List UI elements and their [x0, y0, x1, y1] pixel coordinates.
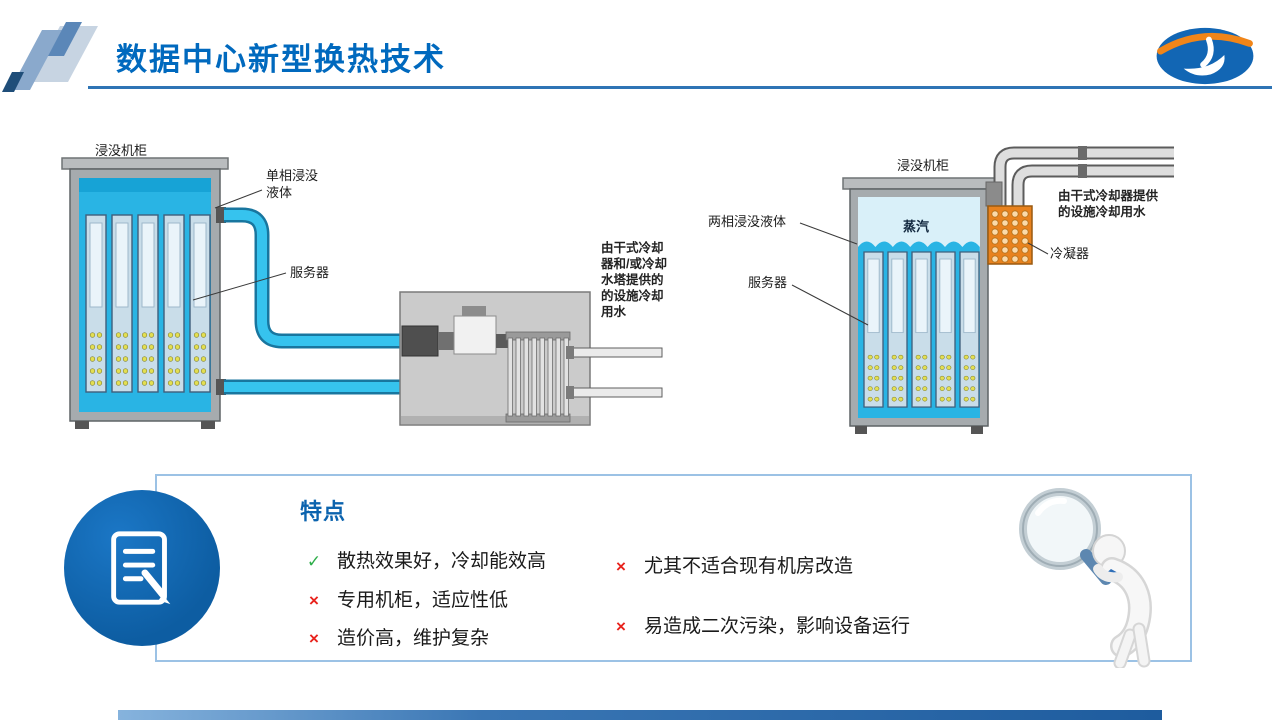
check-icon: ✓	[306, 552, 322, 571]
figure-magnifier-illustration	[1019, 488, 1152, 668]
cross-icon: ×	[616, 557, 626, 576]
left-cabinet-graphic	[61, 157, 229, 429]
features-heading: 特点	[300, 499, 347, 524]
document-pencil-icon	[111, 531, 171, 605]
footer-accent-bar	[118, 710, 1162, 720]
cross-icon: ×	[616, 617, 626, 636]
left-fluid-label: 单相浸没 液体	[266, 168, 319, 200]
right-server-label: 服务器	[748, 275, 788, 290]
feature-text: 造价高，维护复杂	[337, 628, 490, 649]
feature-text: 散热效果好，冷却能效高	[337, 551, 547, 572]
company-logo	[1156, 27, 1254, 85]
label-leader-lines	[192, 189, 1049, 326]
left-facility-water-label: 由干式冷却 器和/或冷却 水塔提供的 的设施冷却 用水	[601, 241, 667, 319]
left-cabinet-label: 浸没机柜	[95, 143, 148, 158]
right-facility-water-label: 由干式冷却器提供 的设施冷却用水	[1058, 189, 1159, 219]
header-divider	[88, 86, 1272, 89]
cooling-diagrams-graphic	[61, 146, 1174, 434]
condenser-label: 冷凝器	[1050, 246, 1090, 261]
facility-water-pipes-graphic	[993, 146, 1174, 206]
cross-icon: ×	[309, 591, 319, 610]
header-decoration	[2, 22, 98, 92]
right-fluid-label: 两相浸没液体	[708, 214, 787, 229]
features-panel	[155, 474, 1192, 662]
vapor-label: 蒸汽	[903, 219, 930, 234]
left-coolant-pipes-graphic	[224, 207, 408, 395]
page-title: 数据中心新型换热技术	[116, 42, 446, 77]
feature-item-con-1: × 专用机柜，适应性低	[305, 585, 508, 612]
cross-icon: ×	[309, 629, 319, 648]
feature-item-pro-1: ✓ 散热效果好，冷却能效高	[305, 546, 546, 573]
heat-exchanger-graphic	[399, 291, 663, 426]
feature-text: 易造成二次污染，影响设备运行	[644, 616, 911, 637]
right-cabinet-label: 浸没机柜	[897, 158, 950, 173]
feature-item-con-3: × 尤其不适合现有机房改造	[612, 551, 853, 578]
feature-text: 尤其不适合现有机房改造	[644, 556, 854, 577]
right-cabinet-graphic	[842, 177, 996, 434]
features-badge	[64, 490, 220, 646]
left-server-label: 服务器	[290, 265, 330, 280]
condenser-graphic	[985, 181, 1033, 265]
feature-item-con-4: × 易造成二次污染，影响设备运行	[612, 611, 910, 638]
feature-text: 专用机柜，适应性低	[337, 590, 509, 611]
feature-item-con-2: × 造价高，维护复杂	[305, 623, 489, 650]
